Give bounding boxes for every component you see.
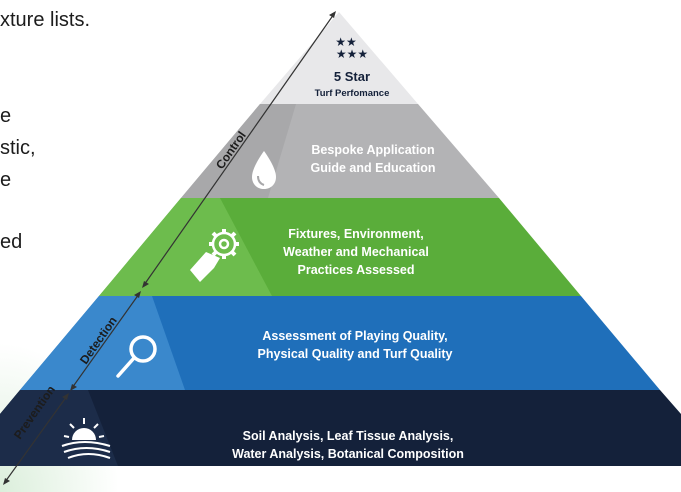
background-text-line: e (0, 169, 12, 191)
top-tier-subtitle: Turf Perfomance (315, 88, 390, 99)
control-arrow-line (143, 13, 335, 286)
fixtures-line-3: Practices Assessed (298, 263, 415, 277)
control-arrow-head-top (329, 11, 336, 18)
fixtures-line-1: Fixtures, Environment, (288, 227, 423, 241)
svg-text:★★★: ★★★ (336, 47, 368, 61)
background-text-line: ed (0, 231, 23, 253)
prevention-arrow-head-bottom (3, 478, 10, 485)
svg-text:★★: ★★ (335, 35, 357, 49)
background-text-line: stic, (0, 137, 36, 159)
side-arrows (3, 11, 336, 485)
hand-gear-icon (190, 229, 239, 282)
assessment-line-2: Physical Quality and Turf Quality (258, 347, 453, 361)
detection-arrow-line (71, 293, 140, 389)
pyramid-tier-analysis (0, 390, 681, 466)
magnifier-icon (116, 335, 157, 378)
detection-arrow-head-bottom (70, 384, 77, 391)
top-tier-title: 5 Star (334, 69, 370, 84)
field-sunrise-icon (61, 418, 111, 459)
analysis-line-2: Water Analysis, Botanical Composition (232, 447, 464, 461)
background-paragraph: xture lists. e stic, e ed (0, 0, 200, 300)
background-text-line: xture lists. (0, 9, 91, 31)
stars-icon: ★★ ★★★ (335, 35, 368, 61)
education-line-1: Bespoke Application (311, 143, 434, 157)
assessment-line-1: Assessment of Playing Quality, (262, 329, 447, 343)
fixtures-line-2: Weather and Mechanical (283, 245, 429, 259)
background-text-line: e (0, 105, 12, 127)
water-drop-icon (252, 151, 276, 189)
pyramid-tier-assessment (20, 296, 660, 390)
education-line-2: Guide and Education (310, 161, 435, 175)
prevention-arrow-head-top (62, 393, 69, 400)
pyramid-tier-assessment-icon-bg (20, 296, 185, 390)
analysis-line-1: Soil Analysis, Leaf Tissue Analysis, (243, 429, 454, 443)
prevention-arrow-line (4, 395, 68, 483)
pyramid-top-tier (260, 12, 418, 104)
control-arrow-head-bottom (142, 281, 149, 288)
detection-arrow-head-top (134, 291, 141, 298)
pyramid-tier-fixtures-icon-bg (99, 198, 272, 296)
